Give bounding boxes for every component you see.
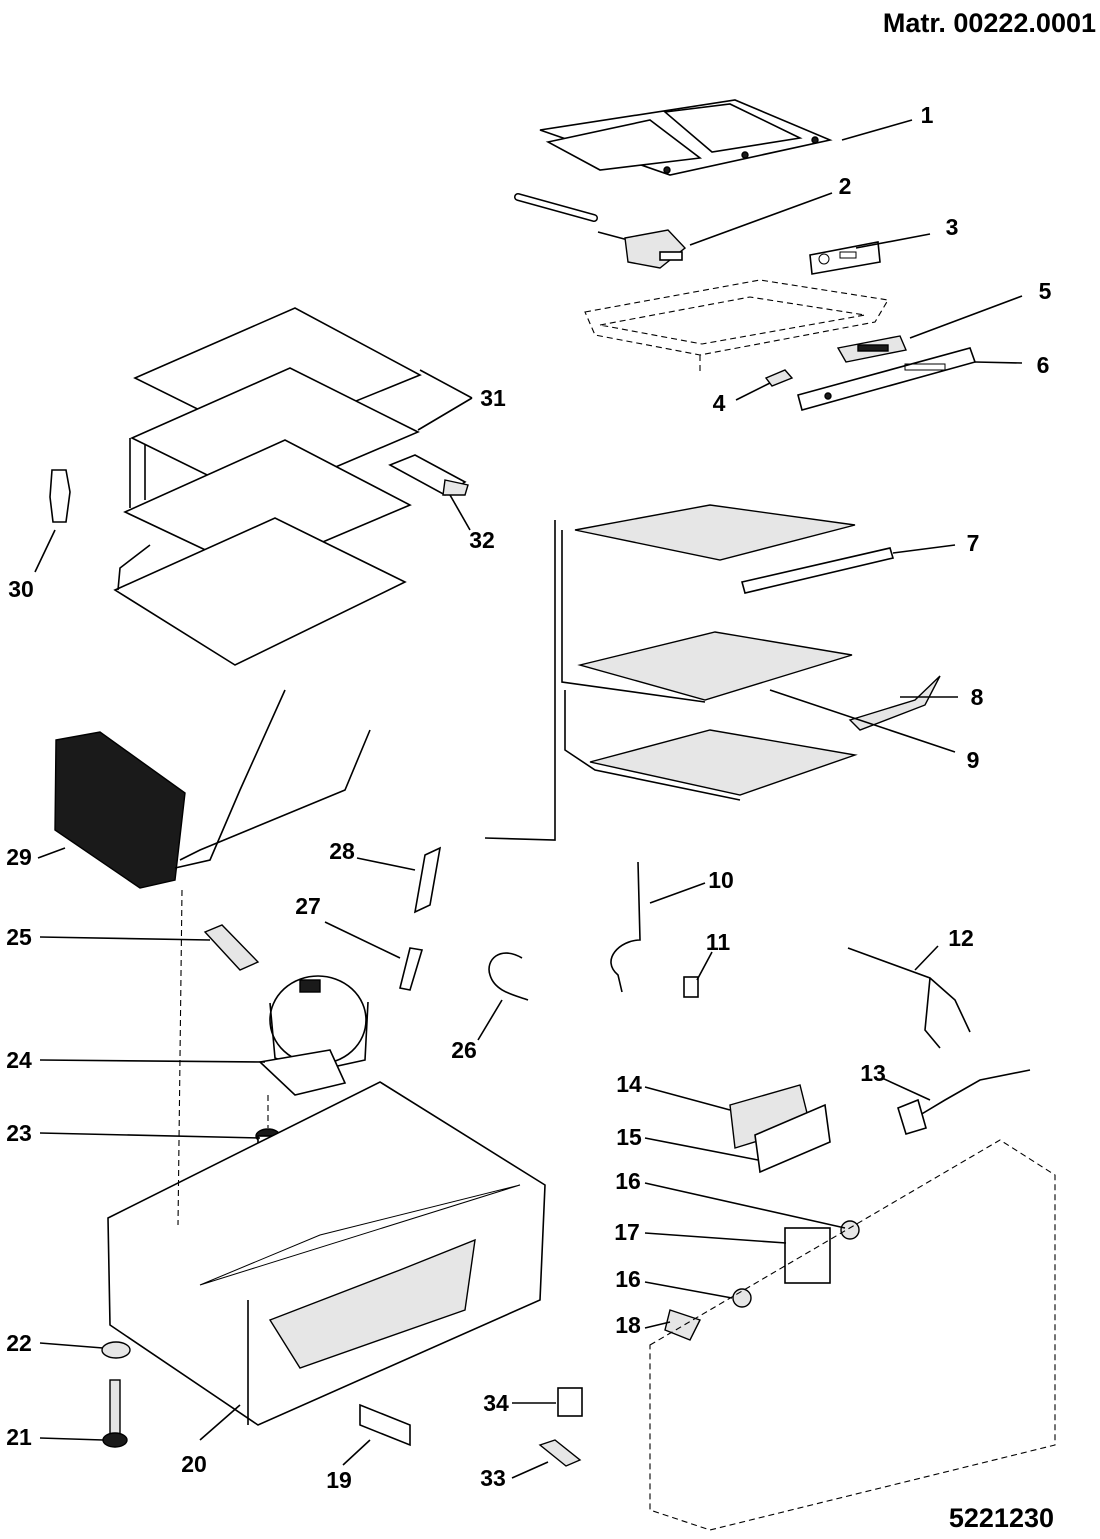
callout-25: 25 <box>6 924 32 950</box>
callout-3: 3 <box>946 214 959 240</box>
part-19-clip <box>359 1403 411 1447</box>
callout-31: 31 <box>480 385 506 411</box>
callout-29: 29 <box>6 844 32 870</box>
material-number: Matr. 00222.0001 <box>883 8 1096 38</box>
part-5-lamp-holder <box>836 335 907 363</box>
callout-32: 32 <box>469 527 495 553</box>
part-22-washer <box>101 1341 131 1359</box>
drawing-number: 5221230 <box>949 1503 1054 1533</box>
part-30-clip <box>49 469 71 523</box>
part-31-shelves <box>113 307 422 666</box>
callout-34: 34 <box>483 1390 509 1416</box>
callout-8: 8 <box>971 684 984 710</box>
callout-16-lower: 16 <box>615 1266 641 1292</box>
part-7-strip <box>741 547 895 594</box>
part-2-thermostat <box>514 193 687 269</box>
callout-21: 21 <box>6 1424 32 1450</box>
callout-28: 28 <box>329 838 355 864</box>
callout-5: 5 <box>1039 278 1052 304</box>
callout-2: 2 <box>839 173 852 199</box>
leader-lines <box>34 119 1023 1479</box>
part-10-sensor <box>610 861 641 993</box>
callout-4: 4 <box>713 390 726 416</box>
callout-7: 7 <box>967 530 980 556</box>
callout-1: 1 <box>921 102 934 128</box>
cabinet-rear-dashed <box>649 1139 1056 1531</box>
callout-18: 18 <box>615 1312 641 1338</box>
part-15-board-cover <box>754 1103 831 1174</box>
callout-22: 22 <box>6 1330 32 1356</box>
part-28-drier <box>413 846 442 914</box>
callout-23: 23 <box>6 1120 32 1146</box>
callout-12: 12 <box>948 925 974 951</box>
callout-24: 24 <box>6 1047 32 1073</box>
part-8-bracket <box>848 675 941 731</box>
frame-tray-dashed <box>584 279 889 372</box>
part-11-clip <box>683 976 699 998</box>
part-12-harness <box>847 947 971 1049</box>
part-29-condenser <box>54 689 371 889</box>
part-27-tube <box>399 947 424 991</box>
callout-9: 9 <box>967 747 980 773</box>
callout-15: 15 <box>616 1124 642 1150</box>
part-33-plate <box>538 1439 582 1467</box>
callout-16-upper: 16 <box>615 1168 641 1194</box>
callout-6: 6 <box>1037 352 1050 378</box>
part-9-evaporator <box>484 504 858 841</box>
callout-33: 33 <box>480 1465 506 1491</box>
part-26-tube <box>488 952 529 1001</box>
part-24-compressor <box>258 975 369 1096</box>
part-32-divider <box>388 454 469 496</box>
part-1-top-cover <box>539 99 833 176</box>
part-3-control-plate <box>809 241 881 275</box>
callout-10: 10 <box>708 867 734 893</box>
callout-26: 26 <box>451 1037 477 1063</box>
callout-27: 27 <box>295 893 321 919</box>
callout-labels: 1 2 3 5 6 4 31 32 30 7 8 9 29 28 27 10 1… <box>6 102 1051 1493</box>
callout-11: 11 <box>706 929 731 955</box>
callout-13: 13 <box>860 1060 886 1086</box>
callout-30: 30 <box>8 576 34 602</box>
part-21-screw <box>102 1379 128 1448</box>
part-25-bracket <box>203 924 260 971</box>
part-20-base-tray <box>107 1081 546 1426</box>
callout-14: 14 <box>616 1071 642 1097</box>
part-13-power-cord <box>897 1069 1031 1135</box>
part-34-capacitor <box>557 1387 583 1417</box>
part-6-light-cover <box>797 347 977 411</box>
callout-17: 17 <box>614 1219 640 1245</box>
part-17-fan-motor <box>664 1220 860 1341</box>
callout-19: 19 <box>326 1467 352 1493</box>
callout-20: 20 <box>181 1451 207 1477</box>
